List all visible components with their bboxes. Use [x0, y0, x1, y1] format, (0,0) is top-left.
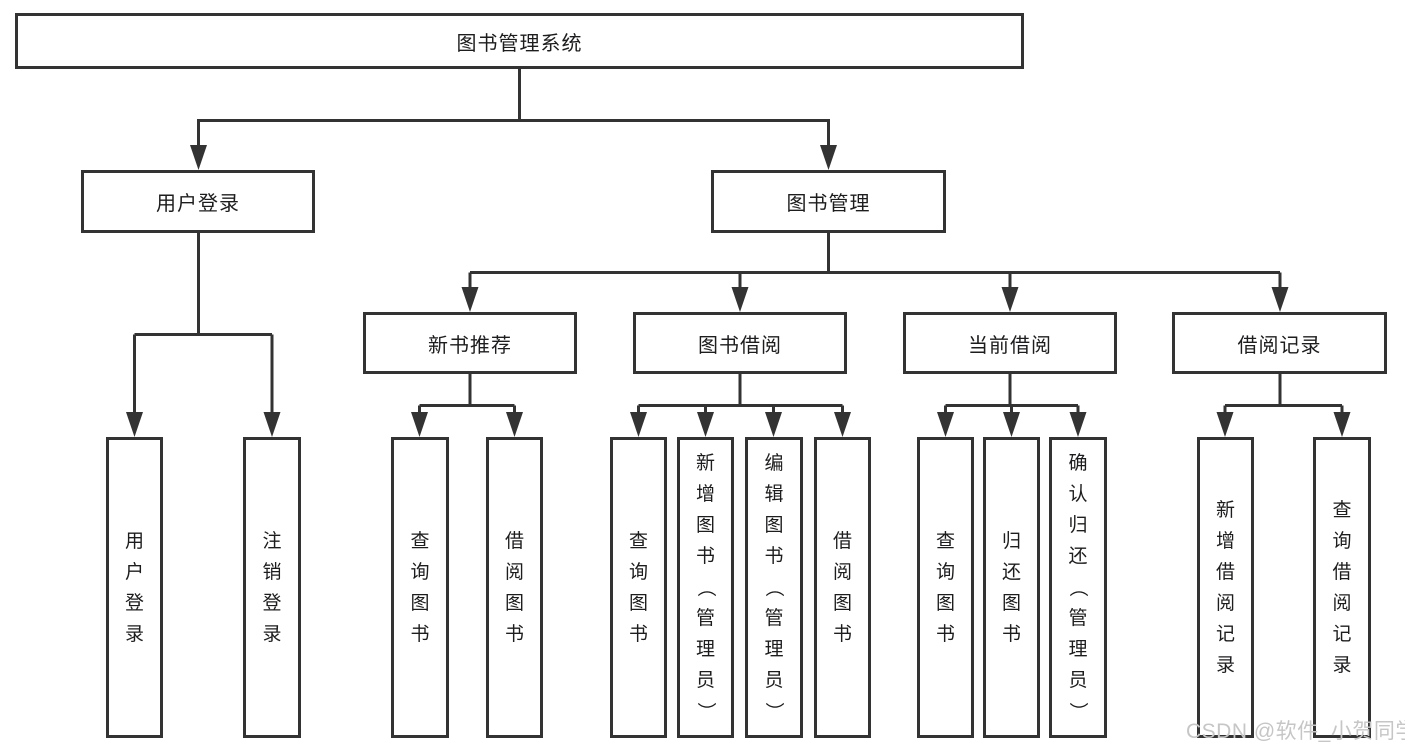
- leaf-current-return: 归还图书: [983, 437, 1040, 738]
- leaf-newbook-borrow: 借阅图书: [486, 437, 543, 738]
- leaf-borrow-book: 借阅图书: [814, 437, 871, 738]
- leaf-current-confirm-admin: 确认归还（管理员）: [1049, 437, 1107, 738]
- leaf-borrow-add-admin-label: 新增图书（管理员）: [694, 453, 716, 722]
- leaf-records-query: 查询借阅记录: [1313, 437, 1371, 738]
- leaf-borrow-edit-admin-label: 编辑图书（管理员）: [763, 453, 785, 722]
- leaf-current-confirm-admin-label: 确认归还（管理员）: [1067, 453, 1089, 722]
- leaf-borrow-add-admin: 新增图书（管理员）: [677, 437, 734, 738]
- node-root-label: 图书管理系统: [456, 32, 583, 55]
- leaf-newbook-query: 查询图书: [391, 437, 449, 738]
- leaf-logout: 注销登录: [243, 437, 301, 738]
- node-book-management-label: 图书管理: [786, 193, 871, 215]
- node-current-borrow: 当前借阅: [903, 312, 1117, 374]
- node-current-borrow-label: 当前借阅: [968, 334, 1052, 357]
- node-borrow-records: 借阅记录: [1172, 312, 1387, 374]
- leaf-borrow-query-label: 查询图书: [628, 530, 648, 645]
- csdn-watermark: CSDN @软件_小贺同学: [1186, 720, 1405, 743]
- node-book-borrow: 图书借阅: [633, 312, 847, 374]
- leaf-user-login: 用户登录: [106, 437, 163, 738]
- leaf-current-query: 查询图书: [917, 437, 974, 738]
- leaf-records-query-label: 查询借阅记录: [1332, 499, 1352, 676]
- leaf-current-query-label: 查询图书: [935, 530, 955, 645]
- node-book-management: 图书管理: [711, 170, 946, 233]
- node-new-book-recommend-label: 新书推荐: [428, 334, 512, 357]
- leaf-records-add-label: 新增借阅记录: [1215, 499, 1235, 676]
- leaf-borrow-edit-admin: 编辑图书（管理员）: [745, 437, 803, 738]
- node-book-borrow-label: 图书借阅: [698, 334, 782, 357]
- leaf-borrow-book-label: 借阅图书: [832, 530, 852, 645]
- node-user-login-label: 用户登录: [156, 193, 240, 215]
- leaf-newbook-borrow-label: 借阅图书: [504, 530, 524, 645]
- node-borrow-records-label: 借阅记录: [1237, 334, 1322, 357]
- leaf-user-login-label: 用户登录: [124, 530, 144, 645]
- leaf-current-return-label: 归还图书: [1001, 530, 1021, 645]
- node-user-login: 用户登录: [81, 170, 315, 233]
- leaf-borrow-query: 查询图书: [610, 437, 667, 738]
- leaf-newbook-query-label: 查询图书: [410, 530, 430, 645]
- node-new-book-recommend: 新书推荐: [363, 312, 577, 374]
- leaf-records-add: 新增借阅记录: [1197, 437, 1254, 738]
- leaf-logout-label: 注销登录: [262, 530, 282, 645]
- node-root: 图书管理系统: [15, 13, 1024, 69]
